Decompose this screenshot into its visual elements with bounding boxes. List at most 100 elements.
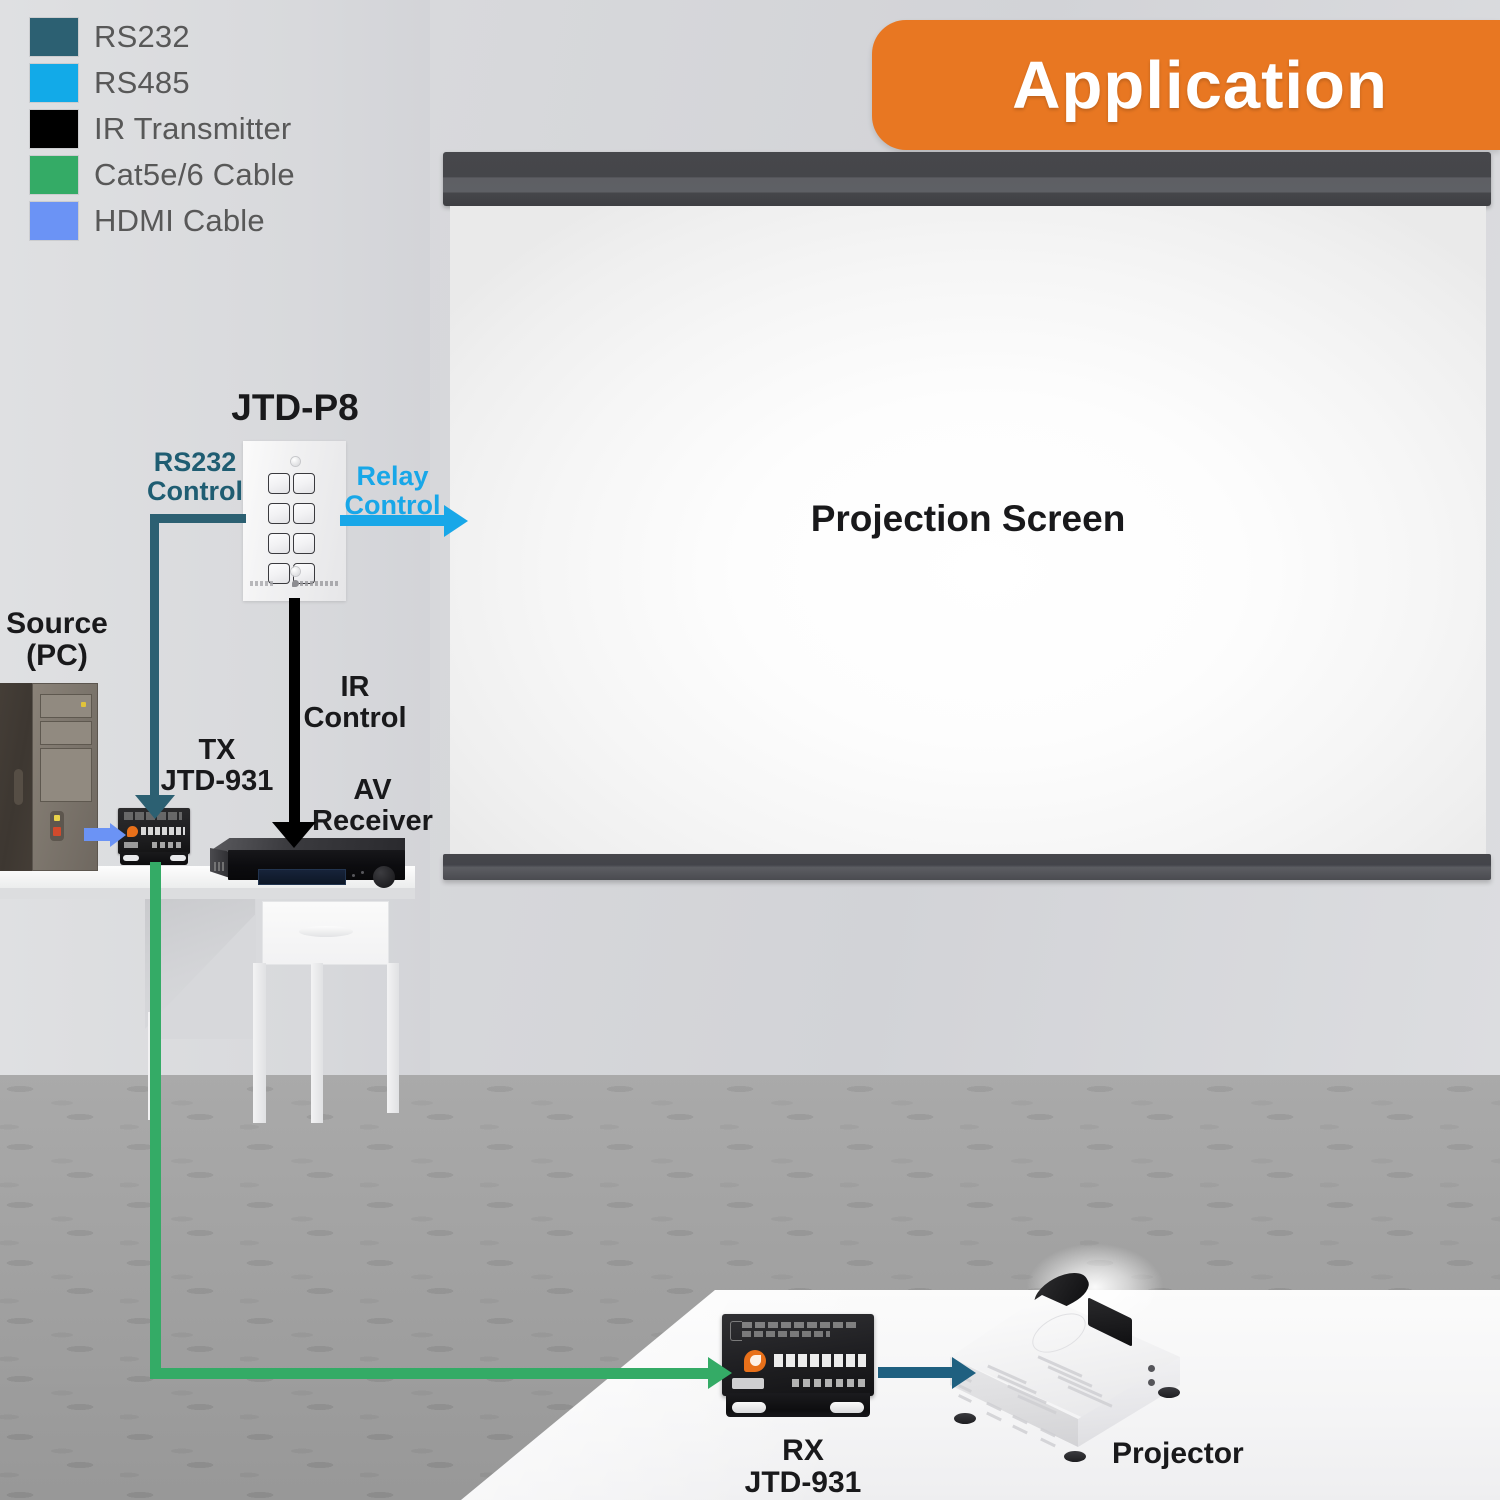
jtech-logo-icon [744, 1350, 766, 1372]
wallplate-button[interactable] [293, 503, 315, 524]
rs232-cable-horizontal [150, 514, 246, 523]
tx-port-group [152, 842, 184, 848]
rx-brand-text [774, 1354, 866, 1367]
av-receiver-label-line1: AV [353, 774, 392, 806]
wallplate-title: JTD-P8 [231, 387, 359, 428]
tx-mounting-ear [123, 855, 139, 861]
legend-label: IR Transmitter [94, 111, 292, 146]
relay-control-label: Relay Control [330, 461, 455, 521]
rs232-control-label-line2: Control [147, 476, 243, 507]
pc-power-led-icon [53, 827, 61, 836]
legend: RS232 RS485 IR Transmitter Cat5e/6 Cable… [30, 14, 295, 244]
projection-screen-surface [450, 206, 1486, 856]
wallplate-brand-text [300, 581, 340, 586]
ir-control-label-line1: IR [340, 671, 370, 703]
av-receiver [210, 838, 405, 888]
rs232-control-label-line1: RS232 [153, 447, 237, 477]
legend-swatch-hdmi [30, 202, 78, 240]
relay-control-line [340, 515, 444, 526]
rx-label-line1: RX [782, 1434, 824, 1467]
projector-vent [958, 1394, 972, 1403]
hdmi-arrowhead-icon [110, 823, 126, 847]
rs232-control-label: RS232 Control [125, 447, 265, 507]
rx-receiver-badge [732, 1378, 764, 1389]
cat5e-arrowhead-icon [708, 1357, 732, 1389]
cat5e-cable-vertical [150, 862, 161, 1348]
rx-label-line2: JTD-931 [744, 1466, 862, 1500]
application-banner: Application [872, 20, 1500, 150]
av-receiver-volume-knob[interactable] [373, 866, 395, 888]
wallplate-button[interactable] [268, 533, 290, 554]
source-pc-tower [0, 683, 98, 871]
projector-foot [1064, 1451, 1086, 1462]
ir-control-label: IR Control [300, 671, 410, 735]
wallplate-button[interactable] [268, 503, 290, 524]
projector-vent [1012, 1424, 1028, 1435]
rx-port-group [792, 1379, 866, 1387]
pc-activity-led-icon [54, 815, 60, 821]
projection-screen-label: Projection Screen [810, 498, 1126, 539]
legend-label: Cat5e/6 Cable [94, 157, 295, 192]
wallplate-button[interactable] [293, 473, 315, 494]
pc-drive-bay [40, 748, 92, 802]
ir-arrowhead-icon [272, 822, 316, 848]
wallplate-screw-icon [291, 457, 300, 466]
source-pc-label: Source (PC) [0, 607, 116, 673]
legend-swatch-ir [30, 110, 78, 148]
pc-power-panel [50, 811, 64, 841]
projector-vent [986, 1411, 1002, 1422]
rx-extender-jtd931 [722, 1314, 874, 1422]
av-receiver-indicator-icon [361, 871, 364, 874]
ir-control-label-line2: Control [303, 702, 407, 735]
wallplate-button[interactable] [293, 533, 315, 554]
jtech-logo-icon [292, 580, 299, 587]
desk-leg [253, 963, 266, 1123]
legend-item: HDMI Cable [30, 198, 295, 244]
wallplate-model-text [250, 581, 274, 586]
legend-item: RS485 [30, 60, 295, 106]
rx-spec-text-line1 [742, 1322, 857, 1328]
relay-control-label-line2: Control [344, 490, 441, 521]
wallplate-button[interactable] [268, 563, 290, 584]
rs232-arrowhead-icon [135, 795, 175, 819]
application-banner-title: Application [1012, 47, 1388, 123]
pc-side-vent [14, 769, 23, 805]
tx-brand-text [141, 827, 185, 835]
legend-item: RS232 [30, 14, 295, 60]
source-pc-label-line1: Source [6, 607, 108, 640]
wallplate-button[interactable] [268, 473, 290, 494]
projector-connector-icon [1148, 1379, 1155, 1386]
desk-drawer [262, 901, 389, 965]
projector-connector-icon [1148, 1365, 1155, 1372]
legend-swatch-rs232 [30, 18, 78, 56]
hdmi-cable [84, 828, 110, 841]
relay-control-label-line1: Relay [356, 461, 429, 491]
legend-item: Cat5e/6 Cable [30, 152, 295, 198]
tx-mounting-ear [170, 855, 186, 861]
pc-side-panel [0, 683, 32, 871]
rs232-cable-vertical [150, 514, 159, 802]
projector-label: Projector [1112, 1437, 1244, 1470]
projector-vent [1040, 1437, 1056, 1448]
rx-mounting-ear [732, 1402, 766, 1413]
legend-label: HDMI Cable [94, 203, 265, 238]
rx-to-projector-arrowhead-icon [952, 1357, 976, 1389]
rx-spec-text-line2 [742, 1331, 830, 1337]
tx-label: TX JTD-931 [156, 734, 278, 798]
jtech-logo-icon [127, 826, 138, 837]
jtd-p8-wall-plate [243, 441, 346, 601]
rx-to-projector-line [878, 1367, 954, 1378]
rx-label: RX JTD-931 [728, 1434, 878, 1500]
tx-port-group [124, 842, 138, 848]
source-pc-label-line2: (PC) [26, 639, 88, 673]
tx-label-line1: TX [198, 734, 236, 766]
legend-item: IR Transmitter [30, 106, 295, 152]
rx-body [722, 1314, 874, 1396]
pc-drive-bay [40, 694, 92, 718]
drawer-handle [299, 926, 353, 937]
av-receiver-side [210, 848, 230, 878]
pc-drive-bay [40, 721, 92, 745]
legend-label: RS232 [94, 19, 190, 54]
tx-label-line2: JTD-931 [160, 765, 274, 798]
